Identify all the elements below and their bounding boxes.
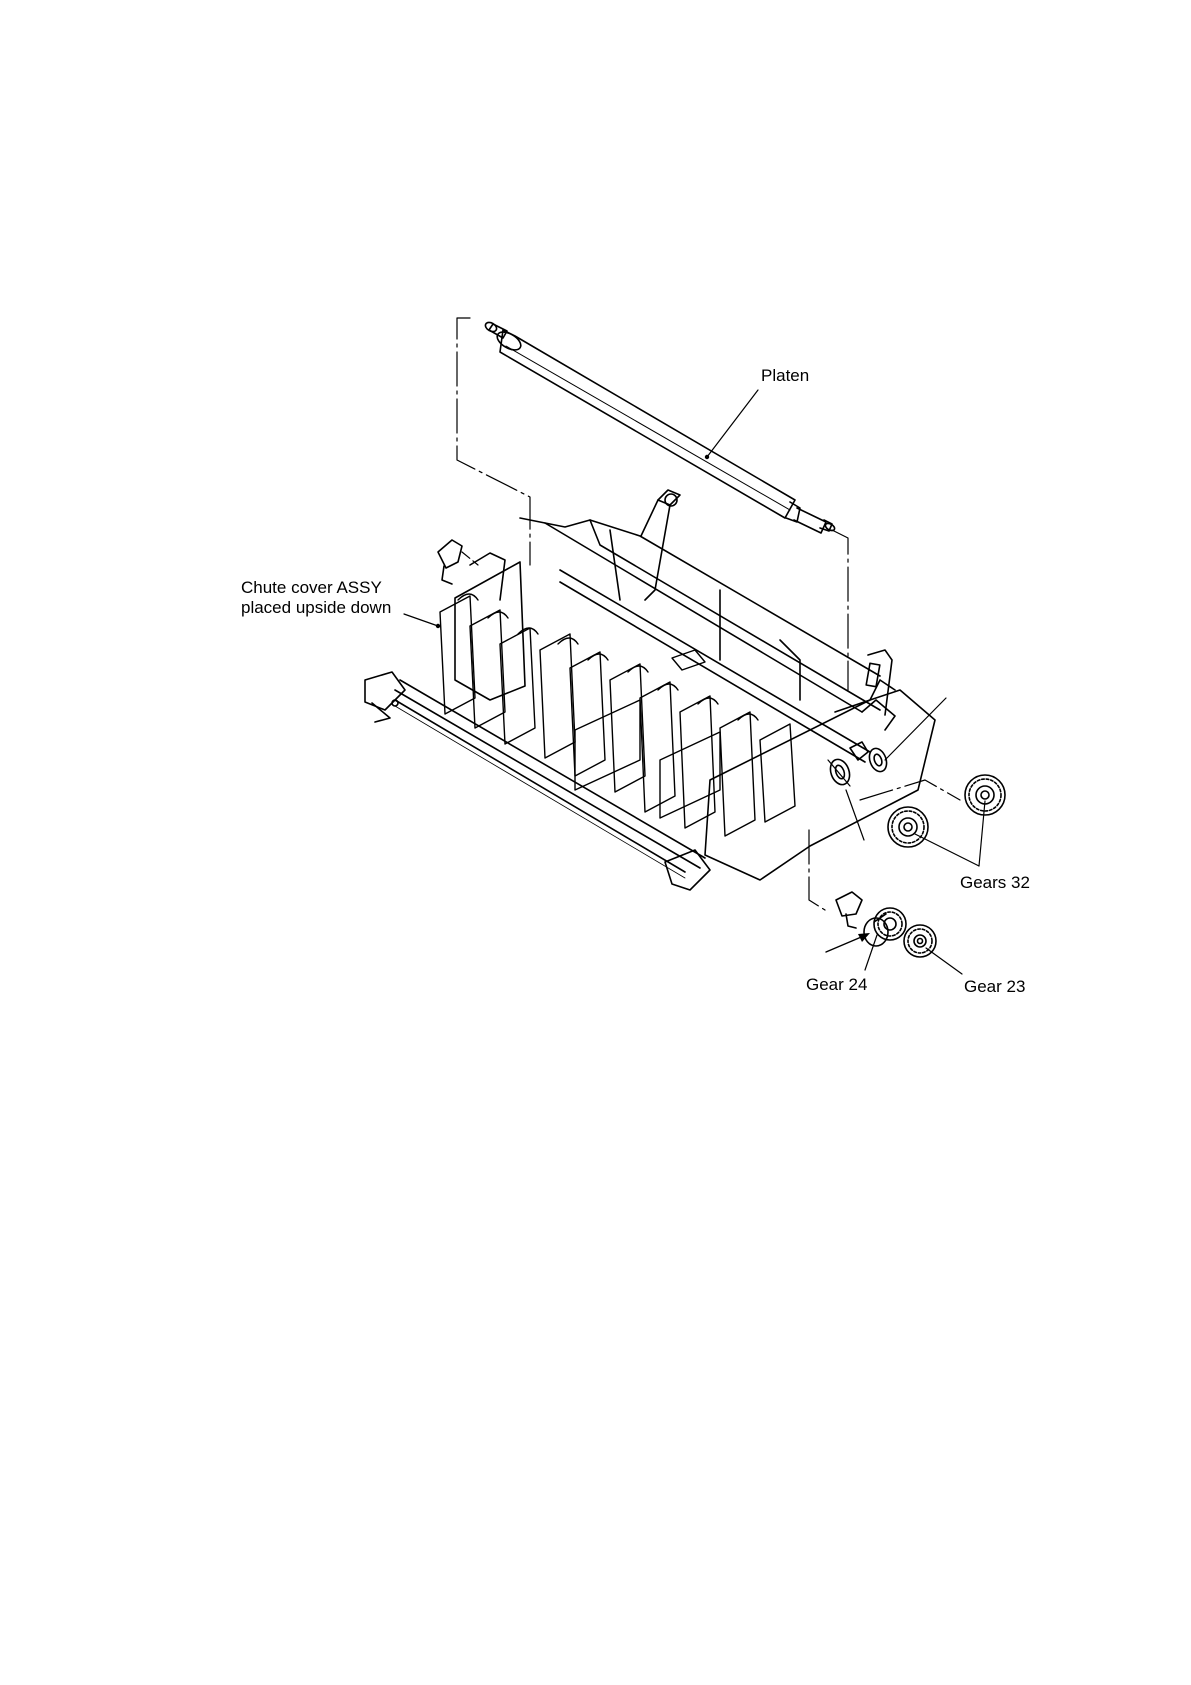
chute-cover-frame xyxy=(365,490,935,890)
assembly-guide-lines xyxy=(457,318,960,910)
right-bushings xyxy=(827,742,890,787)
label-platen: Platen xyxy=(761,366,809,386)
gear-32-b xyxy=(965,775,1005,815)
gear23-leader xyxy=(926,948,962,974)
gears32-leader xyxy=(915,801,985,866)
label-chute-line2: placed upside down xyxy=(241,598,391,618)
gear24-arrow xyxy=(826,933,870,952)
label-gears-32: Gears 32 xyxy=(960,873,1030,893)
label-chute-line1: Chute cover ASSY xyxy=(241,578,391,598)
lower-clip xyxy=(836,892,862,928)
platen-leader xyxy=(707,390,758,457)
left-clip xyxy=(438,540,478,584)
gear-24 xyxy=(864,908,906,946)
gear-32-a xyxy=(888,807,928,847)
label-chute-cover: Chute cover ASSY placed upside down xyxy=(241,578,391,618)
chute-ribs xyxy=(440,594,795,836)
chute-leader xyxy=(404,614,438,626)
pointer-line-lower xyxy=(846,790,864,840)
label-gear-23: Gear 23 xyxy=(964,977,1025,997)
pointer-line-upper xyxy=(885,698,946,760)
label-gear-24: Gear 24 xyxy=(806,975,867,995)
